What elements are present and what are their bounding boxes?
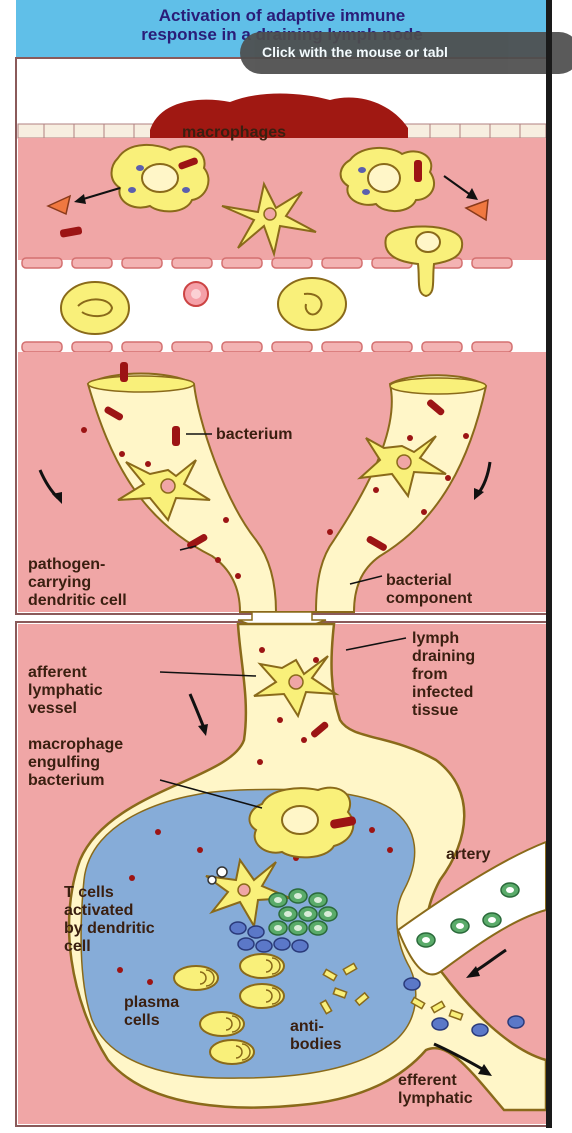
label-lymph-draining: lymph draining from infected tissue [412,630,475,720]
label-bacterial-component: bacterial component [386,572,472,608]
label-plasma-cells: plasma cells [124,994,179,1030]
label-antibodies: anti- bodies [290,1018,342,1054]
click-hint-overlay[interactable]: Click with the mouse or tabl [240,32,572,74]
label-macrophage-engulfing-bacterium: macrophage engulfing bacterium [28,736,123,790]
infected-tissue [18,138,546,262]
label-artery: artery [446,846,490,864]
label-macrophages: macrophages [182,124,286,142]
label-bacterium: bacterium [216,426,292,444]
blood-leukocyte-1 [61,282,129,334]
label-efferent-lymphatic: efferent lymphatic [398,1072,473,1108]
label-afferent-lymphatic-vessel: afferent lymphatic vessel [28,664,103,718]
click-hint-text: Click with the mouse or tabl [262,44,448,60]
right-edge-bar [546,0,552,1128]
label-t-cells-activated: T cells activated by dendritic cell [64,884,155,956]
title-line-1: Activation of adaptive immune [22,6,542,25]
blood-leukocyte-2 [278,278,346,330]
label-pathogen-carrying-dendritic-cell: pathogen- carrying dendritic cell [28,556,127,610]
